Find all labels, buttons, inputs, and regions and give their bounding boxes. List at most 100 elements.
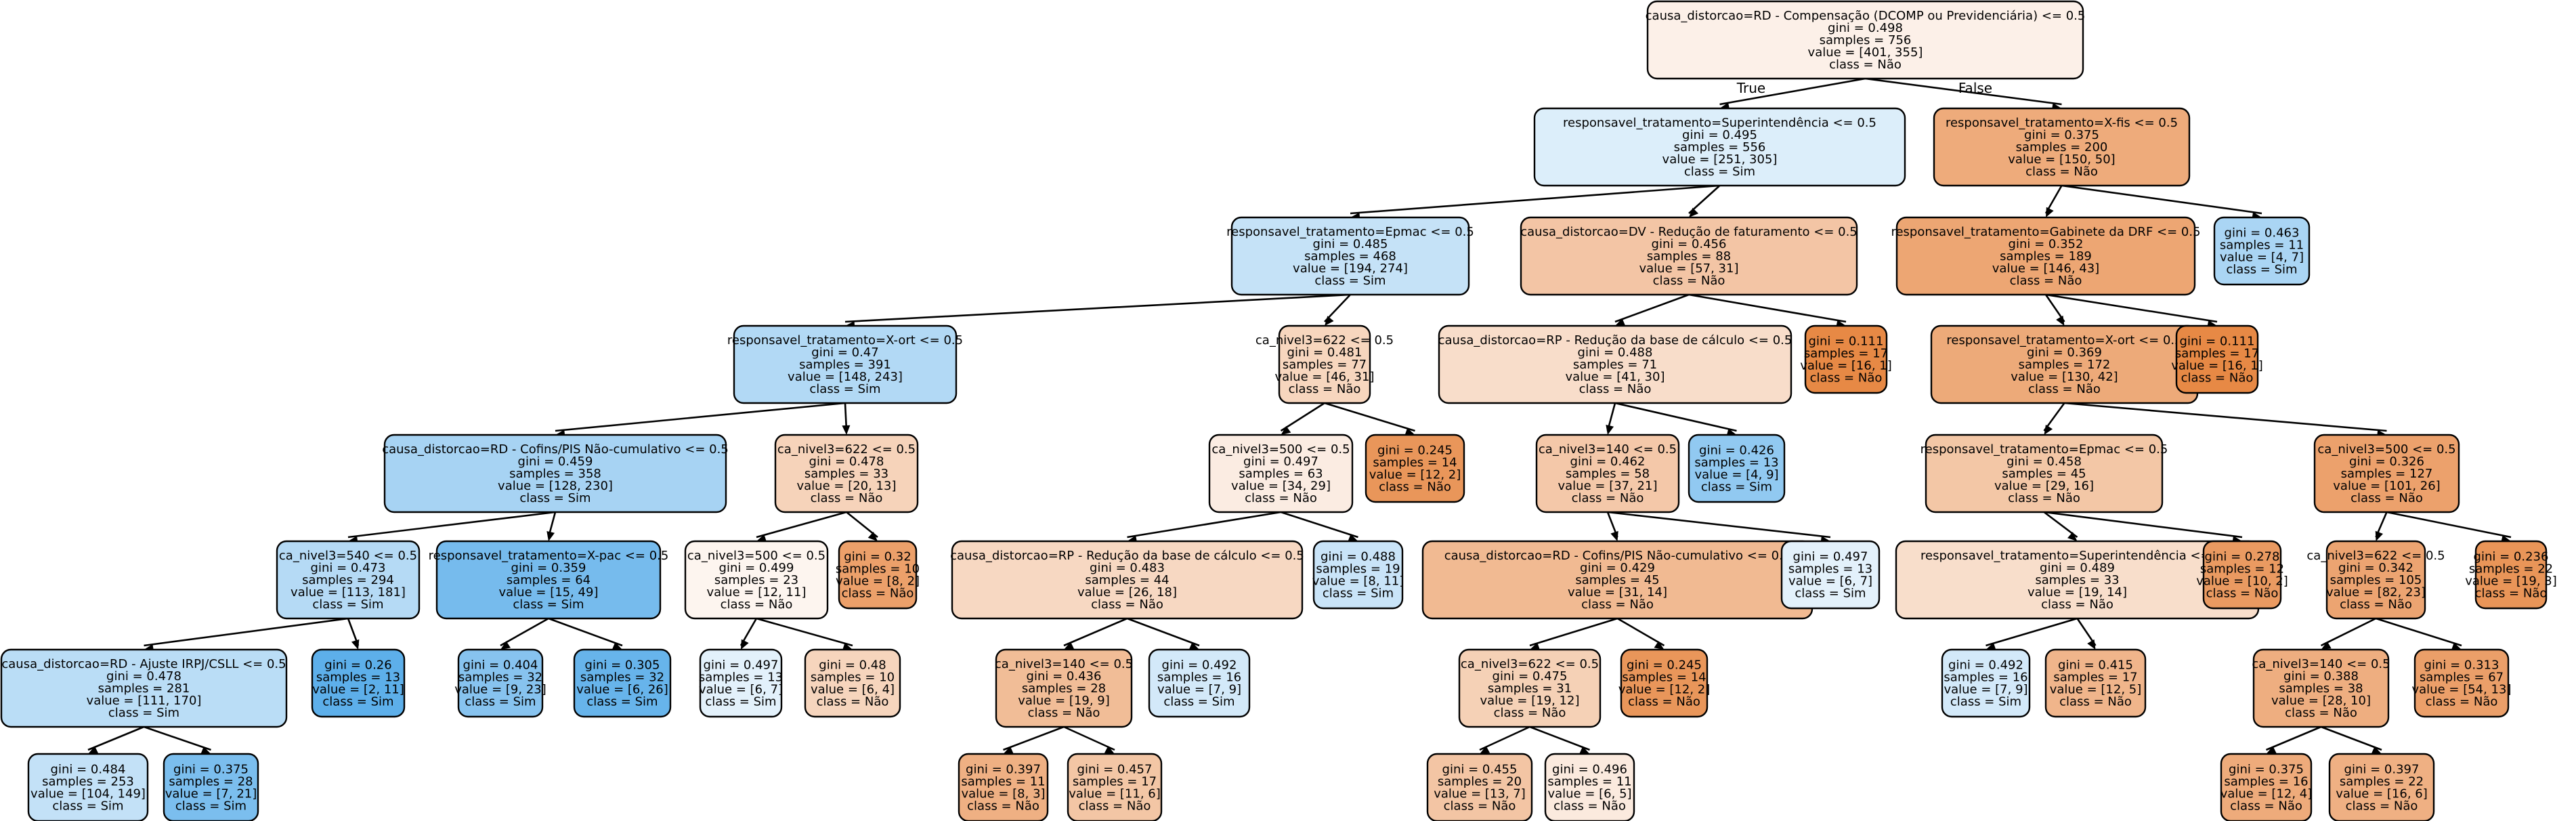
tree-node-2: responsavel_tratamento=X-fis <= 0.5gini … [1933, 107, 2191, 187]
node-text-line: samples = 32 [458, 671, 542, 685]
node-text-line: value = [8, 2] [836, 574, 920, 589]
edge-arrowhead [2266, 746, 2277, 754]
node-text-line: gini = 0.497 [1243, 455, 1318, 469]
node-text-line: class = Não [817, 695, 889, 709]
edge-arrowhead [351, 639, 360, 650]
tree-node-5: responsavel_tratamento=Gabinete da DRF <… [1891, 216, 2201, 296]
node-text-line: gini = 0.497 [704, 658, 779, 673]
node-text-line: ca_nivel3=540 <= 0.5 [279, 549, 417, 563]
edge-arrowhead [1606, 425, 1614, 435]
node-text-line: value = [113, 181] [291, 585, 406, 599]
node-text-line: samples = 105 [2330, 573, 2422, 587]
node-text-line: value = [7, 9] [1944, 683, 2027, 697]
tree-edge [144, 725, 211, 751]
node-box [1688, 434, 1786, 503]
node-text-line: class = Não [1091, 597, 1163, 612]
node-box [573, 648, 672, 718]
node-text-line: gini = 0.388 [2283, 669, 2359, 683]
edge-arrowhead [2371, 746, 2382, 754]
node-text-line: samples = 10 [836, 562, 920, 576]
tree-edge [347, 511, 556, 539]
node-text-line: gini = 0.342 [2338, 561, 2413, 575]
node-text-line: samples = 127 [2341, 467, 2433, 481]
node-text-line: value = [9, 23] [454, 683, 546, 697]
node-text-line: gini = 0.26 [324, 658, 391, 673]
node-box [2175, 324, 2259, 394]
edge-arrowhead [1579, 746, 1590, 754]
node-text-line: class = Não [2285, 706, 2357, 720]
node-text-line: responsavel_tratamento=X-ort <= 0.5 [1946, 333, 2182, 348]
node-text-line: samples = 468 [1304, 249, 1396, 264]
edge-arrowhead [1689, 207, 1699, 217]
node-text-line: samples = 64 [507, 573, 591, 587]
tree-node-13: causa_distorcao=RD - Cofins/PIS Não-cumu… [382, 434, 729, 513]
node-text-line: gini = 0.352 [2009, 237, 2084, 251]
node-text-line: class = Não [1289, 382, 1361, 396]
node-text-line: value = [19, 9] [1018, 694, 1110, 708]
node-text-line: gini = 0.313 [2424, 658, 2499, 673]
node-text-line: class = Não [2340, 597, 2412, 612]
edge-arrowhead [2067, 532, 2078, 541]
edge-arrowhead [1348, 534, 1358, 542]
node-text-line: class = Sim [1684, 165, 1755, 179]
node-text-line: gini = 0.457 [1077, 763, 1153, 777]
edge-arrowhead [1188, 641, 1199, 650]
node-text-line: value = [111, 170] [87, 694, 202, 708]
node-text-line: value = [148, 243] [788, 370, 903, 384]
node-text-line: ca_nivel3=140 <= 0.5 [995, 657, 1133, 671]
node-text-line: samples = 756 [1820, 33, 1912, 47]
node-text-line: samples = 11 [1547, 775, 1631, 789]
node-text-line: gini = 0.492 [1948, 658, 2023, 673]
node-text-line: gini = 0.436 [1027, 669, 1102, 683]
node-text-line: gini = 0.455 [1442, 763, 1518, 777]
tree-edge [1324, 402, 1415, 432]
tree-edge [1127, 617, 1200, 647]
tree-edge [2265, 725, 2322, 751]
node-text-line: value = [82, 23] [2326, 585, 2426, 599]
node-box [699, 648, 783, 718]
node-text-line: gini = 0.278 [2205, 550, 2280, 564]
node-text-line: samples = 13 [1788, 562, 1872, 576]
node-text-line: samples = 44 [1085, 573, 1169, 587]
tree-node-27: causa_distorcao=RD - Cofins/PIS Não-cumu… [1421, 540, 1813, 620]
node-box [2202, 540, 2282, 610]
tree-edge [1350, 184, 1720, 215]
node-box [1208, 434, 1354, 513]
node-text-line: value = [12, 11] [707, 585, 807, 599]
node-text-line: value = [7, 21] [165, 787, 257, 801]
node-text-line: value = [4, 7] [2220, 251, 2304, 265]
node-text-line: class = Não [2181, 371, 2254, 385]
node-text-line: value = [15, 49] [499, 585, 599, 599]
node-text-line: gini = 0.497 [1793, 550, 1868, 564]
node-text-line: class = Não [1553, 799, 1626, 814]
node-text-line: samples = 58 [1566, 467, 1650, 481]
edge-arrowhead [1654, 641, 1665, 650]
edge-arrowhead [2375, 530, 2384, 541]
tree-node-4: causa_distorcao=DV - Redução de faturame… [1520, 216, 1858, 296]
node-text-line: value = [11, 6] [1069, 787, 1161, 801]
node-text-line: gini = 0.375 [2024, 128, 2099, 142]
node-text-line: gini = 0.245 [1627, 658, 1702, 673]
node-text-line: gini = 0.478 [809, 455, 884, 469]
tree-edge [756, 511, 847, 539]
node-box [838, 540, 918, 610]
node-text-line: samples = 20 [1438, 775, 1522, 789]
node-text-line: class = Não [1444, 799, 1516, 814]
node-text-line: class = Não [2041, 597, 2113, 612]
node-text-line: samples = 16 [1157, 671, 1241, 685]
node-text-line: gini = 0.483 [1090, 561, 1165, 575]
node-box [1804, 324, 1888, 394]
tree-node-7: responsavel_tratamento=X-ort <= 0.5gini … [727, 324, 963, 404]
node-box [2220, 753, 2313, 821]
node-box [1230, 216, 1470, 296]
node-text-line: value = [128, 230] [498, 479, 613, 493]
tree-edge [1529, 725, 1590, 751]
node-box [1278, 324, 1371, 404]
